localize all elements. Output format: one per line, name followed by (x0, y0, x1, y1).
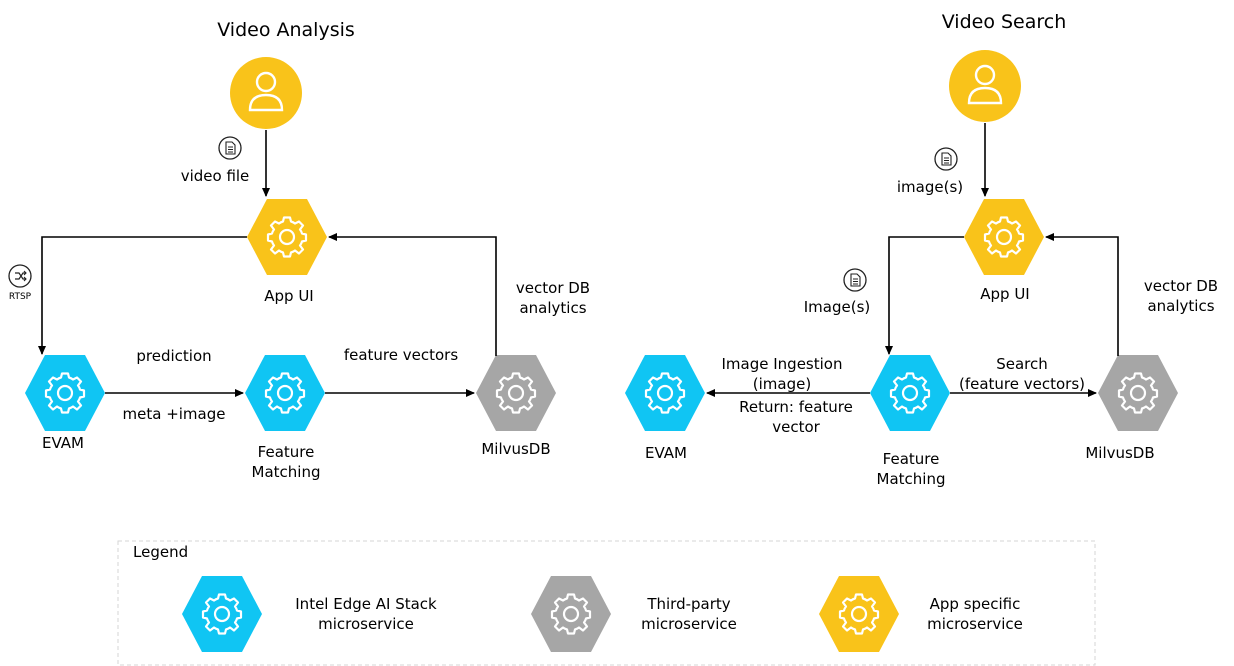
title-video-analysis: Video Analysis (217, 19, 355, 41)
document-icon (218, 136, 242, 160)
legend-intel-hex (182, 576, 262, 652)
title-video-search: Video Search (941, 11, 1067, 33)
label-return-feature-vector: Return: feature vector (739, 398, 853, 436)
legend-title: Legend (133, 543, 189, 561)
label-search-feature-vectors: Search (feature vectors) (958, 355, 1086, 393)
legend-intel-label: Intel Edge AI Stack microservice (295, 595, 437, 633)
document-icon (934, 147, 958, 171)
user-analysis (230, 57, 302, 129)
legend-app-specific-label: App specific microservice (927, 595, 1023, 633)
label-image-ingestion: Image Ingestion (image) (721, 355, 843, 393)
legend-app-hex (819, 576, 899, 652)
user-icon (967, 64, 1003, 105)
arrow-milvus-to-appui-search (1045, 233, 1119, 356)
label-evam-search: EVAM (645, 444, 687, 462)
label-vector-db-analytics-search: vector DB analytics (1143, 277, 1219, 315)
document-icon (843, 268, 867, 292)
app-ui-node-search[interactable] (964, 199, 1044, 275)
label-evam: EVAM (42, 434, 84, 452)
label-milvusdb: MilvusDB (481, 440, 551, 458)
label-prediction: prediction (136, 347, 212, 365)
user-icon (248, 71, 284, 112)
evam-node-search[interactable] (625, 355, 705, 431)
label-feature-matching: Feature Matching (251, 443, 321, 481)
arrow-appui-to-evam (38, 236, 247, 355)
feature-matching-node-analysis[interactable] (245, 355, 325, 431)
label-image-s: image(s) (896, 178, 964, 196)
shuffle-icon (8, 264, 32, 288)
label-milvusdb-search: MilvusDB (1085, 444, 1155, 462)
label-image-s-cap: Image(s) (803, 298, 871, 316)
label-vector-db-analytics: vector DB analytics (515, 279, 591, 317)
milvusdb-node-analysis[interactable] (476, 355, 556, 431)
label-meta-image: meta +image (122, 405, 226, 423)
legend-third-party-label: Third-party microservice (641, 595, 737, 633)
legend-thirdparty-hex (531, 576, 611, 652)
arrow-milvus-to-appui (328, 233, 497, 356)
app-ui-node-analysis[interactable] (247, 199, 327, 275)
user-search (949, 50, 1021, 122)
label-feature-vectors: feature vectors (343, 346, 459, 364)
evam-node-analysis[interactable] (25, 355, 105, 431)
legend-box (117, 540, 1096, 666)
label-rtsp: RTSP (8, 292, 32, 302)
milvusdb-node-search[interactable] (1098, 355, 1178, 431)
label-video-file: video file (180, 167, 250, 185)
arrow-appui-to-fm-search (885, 236, 964, 355)
label-app-ui: App UI (264, 287, 314, 305)
label-feature-matching-search: Feature Matching (876, 450, 946, 488)
label-app-ui-search: App UI (980, 285, 1030, 303)
feature-matching-node-search[interactable] (870, 355, 950, 431)
